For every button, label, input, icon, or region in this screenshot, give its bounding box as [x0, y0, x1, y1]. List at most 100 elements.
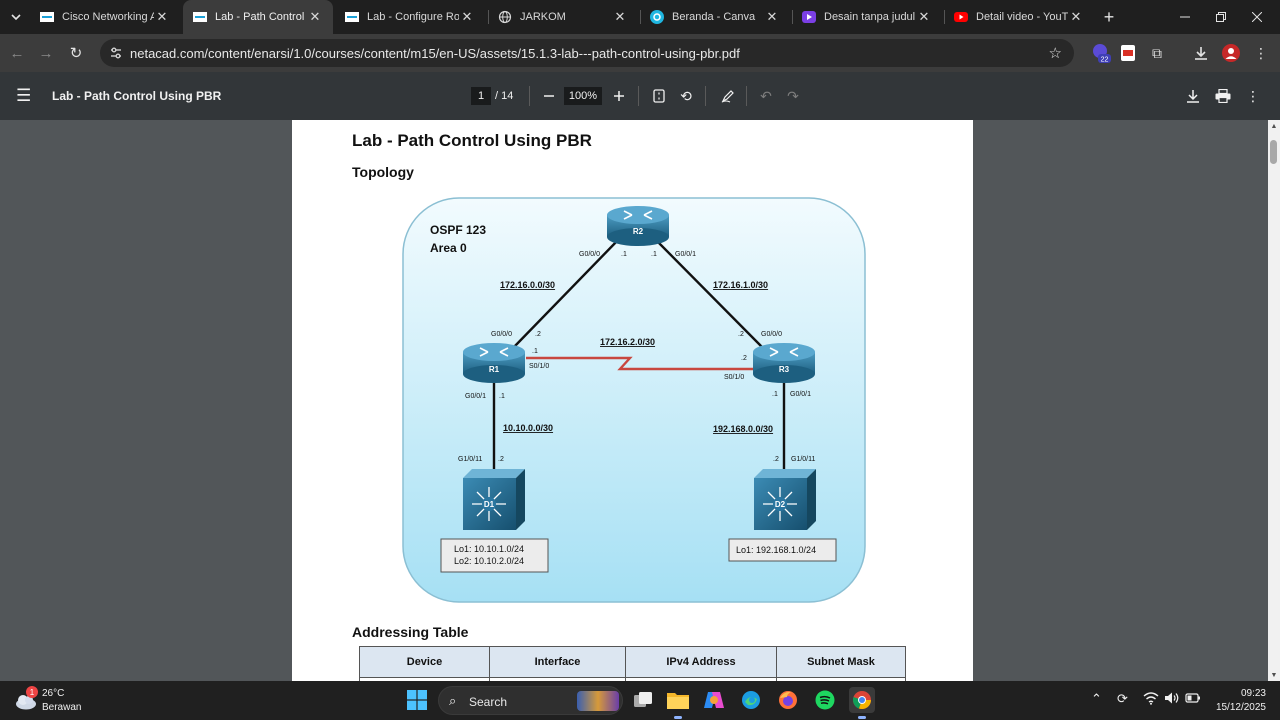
battery-button[interactable] [1185, 691, 1201, 708]
edge-browser-button[interactable] [738, 687, 764, 713]
interface-ip: .2 [535, 331, 541, 338]
task-view-icon [634, 692, 652, 707]
puzzle-icon: ⧉ [1152, 44, 1162, 61]
profile-avatar[interactable] [1220, 42, 1242, 64]
close-icon[interactable]: ✕ [309, 9, 321, 24]
chevron-down-icon [11, 14, 21, 21]
scrollbar-track[interactable] [1268, 120, 1280, 681]
rotate-button[interactable]: ⟲ [676, 86, 696, 106]
interface-label: G0/0/0 [579, 251, 600, 258]
minimize-button[interactable] [1162, 0, 1208, 34]
network-label: 172.16.1.0/30 [713, 280, 768, 290]
loopback-label: Lo1: 10.10.1.0/24 [454, 544, 524, 554]
address-bar[interactable]: netacad.com/content/enarsi/1.0/courses/c… [100, 39, 1074, 67]
avatar-icon [1222, 44, 1240, 62]
interface-ip: .2 [741, 355, 747, 362]
spotify-icon [815, 690, 835, 710]
tab-title: Lab - Path Control Us [215, 11, 307, 23]
show-hidden-icons-button[interactable]: ⌃ [1091, 691, 1102, 707]
link-r2-r3 [654, 238, 763, 348]
site-info-icon[interactable] [108, 45, 124, 61]
globe-icon [498, 10, 512, 24]
browser-menu-button[interactable]: ⋮ [1250, 42, 1272, 64]
interface-ip: .1 [499, 393, 505, 400]
close-icon[interactable]: ✕ [918, 9, 930, 24]
search-highlight-image [577, 691, 619, 711]
pdf-document-area[interactable]: Lab - Path Control Using PBR Topology [0, 120, 1268, 681]
firefox-button[interactable] [775, 687, 801, 713]
task-view-button[interactable] [630, 687, 656, 713]
sidebar-menu-button[interactable]: ☰ [16, 86, 36, 106]
chrome-button[interactable] [849, 687, 875, 713]
pdf-download-button[interactable] [1183, 86, 1203, 106]
tab-lab-configure-routing[interactable]: Lab - Configure Rout ✕ [335, 0, 485, 34]
volume-button[interactable] [1164, 691, 1180, 708]
arrow-left-icon: ← [9, 44, 25, 62]
interface-label: G1/0/11 [791, 456, 815, 463]
copilot-button[interactable] [701, 687, 727, 713]
tab-title: Detail video - YouTu [976, 11, 1068, 23]
interface-label: S0/1/0 [724, 374, 744, 381]
tab-search-button[interactable] [6, 6, 26, 28]
restore-button[interactable] [1198, 0, 1244, 34]
scroll-down-arrow-icon[interactable]: ▼ [1270, 671, 1278, 679]
windows-taskbar: 1 26°C Berawan ⌕ Search ⌃ ⟳ 09 [0, 681, 1280, 720]
close-icon[interactable]: ✕ [766, 9, 778, 24]
undo-icon: ↶ [760, 87, 772, 104]
scroll-up-arrow-icon[interactable]: ▲ [1270, 122, 1278, 130]
table-row [359, 677, 906, 681]
new-tab-button[interactable]: + [1103, 6, 1115, 27]
scrollbar-thumb[interactable] [1270, 140, 1277, 164]
page-number-input[interactable]: 1 [471, 87, 491, 105]
switch-label: D2 [775, 500, 786, 509]
downloads-button[interactable] [1190, 42, 1212, 64]
back-button[interactable]: ← [6, 42, 28, 64]
sync-tray-button[interactable]: ⟳ [1117, 691, 1128, 707]
volume-icon [1165, 692, 1179, 704]
start-button[interactable] [404, 687, 430, 713]
interface-ip: .2 [738, 331, 744, 338]
cisco-favicon-icon [345, 10, 359, 24]
tab-jarkom[interactable]: JARKOM ✕ [488, 0, 638, 34]
tab-cisco-networking[interactable]: Cisco Networking Ac ✕ [30, 0, 180, 34]
zoom-out-button[interactable] [539, 86, 559, 106]
interface-label: G0/0/0 [491, 331, 512, 338]
close-icon[interactable]: ✕ [461, 9, 473, 24]
close-icon[interactable]: ✕ [614, 9, 626, 24]
restore-icon [1216, 12, 1226, 22]
taskbar-search[interactable]: ⌕ Search [438, 686, 623, 715]
close-icon[interactable]: ✕ [156, 9, 168, 24]
zoom-in-button[interactable] [609, 86, 629, 106]
area-label: Area 0 [430, 241, 467, 255]
close-icon[interactable]: ✕ [1070, 9, 1082, 24]
undo-button[interactable]: ↶ [756, 86, 776, 106]
chevron-up-icon: ⌃ [1091, 691, 1102, 706]
redo-button[interactable]: ↷ [783, 86, 803, 106]
tab-title: Desain tanpa judul - [824, 11, 916, 23]
tab-title: Beranda - Canva [672, 11, 756, 23]
extension-badge-button[interactable]: 22 [1089, 42, 1111, 64]
print-button[interactable] [1213, 86, 1233, 106]
wifi-button[interactable] [1143, 691, 1159, 708]
pdf-more-button[interactable]: ⋮ [1243, 86, 1263, 106]
extension-puzzle-badge-icon: 22 [1093, 44, 1111, 64]
router-label: R1 [489, 365, 500, 374]
annotate-button[interactable] [718, 86, 738, 106]
tab-title: Cisco Networking Ac [62, 11, 154, 23]
tab-lab-path-control[interactable]: Lab - Path Control Us ✕ [183, 0, 333, 34]
spotify-button[interactable] [812, 687, 838, 713]
file-explorer-button[interactable] [665, 687, 691, 713]
zoom-level-input[interactable]: 100% [564, 87, 602, 105]
fit-to-page-button[interactable] [649, 86, 669, 106]
table-header-subnet: Subnet Mask [776, 646, 906, 678]
pdf-extension-button[interactable] [1117, 42, 1139, 64]
tab-youtube-video-detail[interactable]: Detail video - YouTu ✕ [944, 0, 1094, 34]
bookmark-star-icon[interactable]: ☆ [1048, 45, 1062, 62]
extensions-button[interactable]: ⧉ [1146, 42, 1168, 64]
tab-canva-design[interactable]: Desain tanpa judul - ✕ [792, 0, 942, 34]
forward-button[interactable]: → [35, 42, 57, 64]
reload-button[interactable]: ↻ [65, 42, 87, 64]
close-window-button[interactable] [1234, 0, 1280, 34]
network-label: 172.16.2.0/30 [600, 337, 655, 347]
tab-canva-home[interactable]: Beranda - Canva ✕ [640, 0, 790, 34]
